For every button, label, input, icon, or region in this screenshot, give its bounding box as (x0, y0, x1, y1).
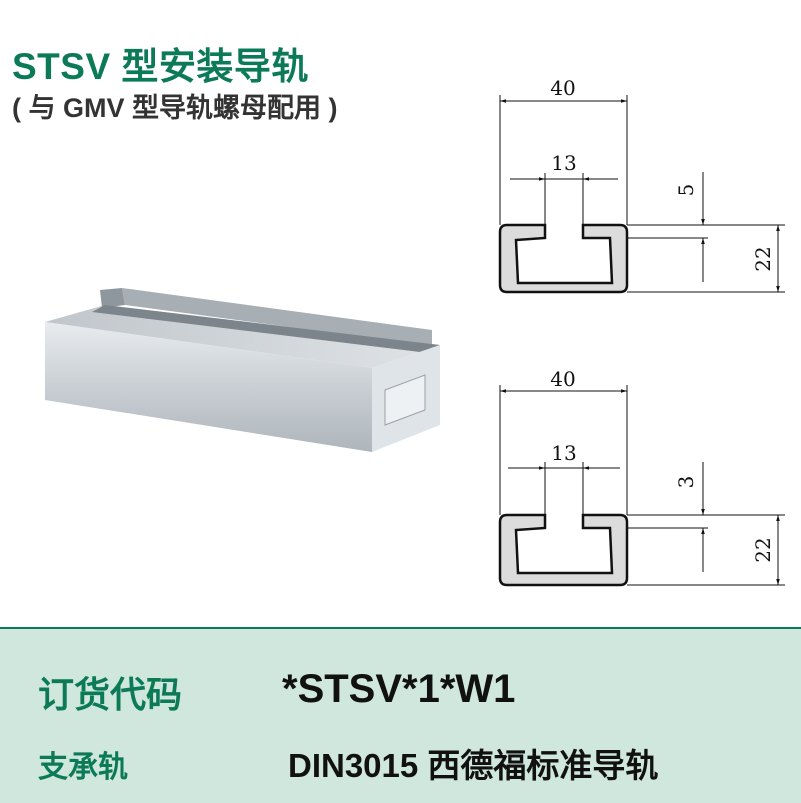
support-rail-value: DIN3015 西德福标准导轨 (288, 747, 659, 784)
rail-left-raised-lip (100, 288, 125, 308)
dimension-width-1: 40 (550, 76, 575, 100)
support-rail-label: 支承轨 (38, 751, 128, 784)
profile-section (498, 513, 629, 587)
rail-top-surface (45, 305, 440, 368)
order-code-value: *STSV*1*W1 (282, 667, 516, 711)
profile-drawing-2 (498, 385, 785, 587)
dimension-width-2: 40 (550, 367, 575, 391)
info-panel: 订货代码 *STSV*1*W1 支承轨 DIN3015 西德福标准导轨 (0, 627, 801, 803)
product-subtitle: ( 与 GMV 型导轨螺母配用 ) (12, 93, 338, 123)
profile-section (498, 223, 629, 294)
product-title: STSV 型安装导轨 (12, 46, 309, 87)
dimension-lip-1: 5 (674, 184, 698, 197)
profile-drawing-1 (498, 95, 785, 294)
order-code-label: 订货代码 (38, 674, 183, 715)
rail-slot (92, 305, 440, 352)
dimension-height-2: 22 (751, 537, 775, 562)
rail-raised-lip (122, 288, 432, 346)
dimension-height-1: 22 (751, 246, 775, 271)
rail-3d-image (45, 288, 440, 452)
rail-end-slot (384, 374, 426, 426)
rail-front-face (45, 322, 372, 452)
dimension-lip-2: 3 (674, 476, 698, 489)
technical-drawings: 40 13 5 22 40 13 3 22 (45, 76, 785, 587)
dimension-slot-2: 13 (551, 441, 576, 465)
dimension-slot-1: 13 (551, 151, 576, 175)
